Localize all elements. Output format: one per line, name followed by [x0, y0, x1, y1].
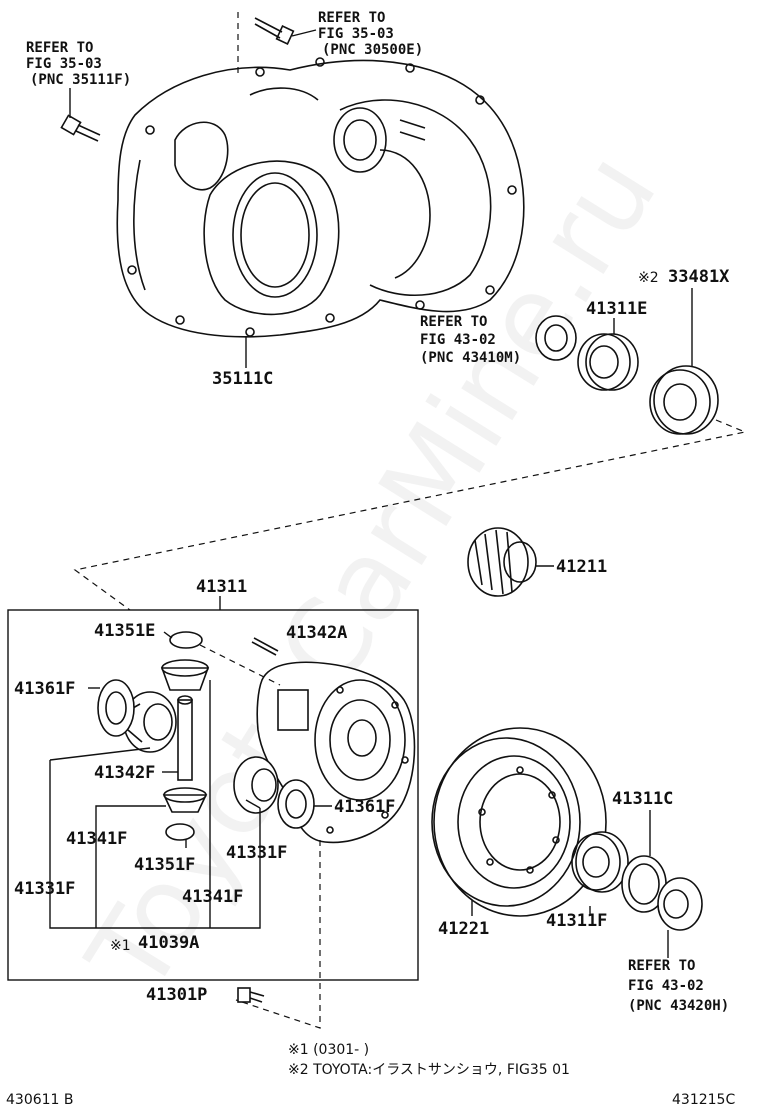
refer-35111F-line1: REFER TO — [26, 40, 93, 56]
refer-35111F-line2: FIG 35-03 — [26, 56, 102, 72]
refer-30500E-line1: REFER TO — [318, 10, 385, 26]
part-label-41331F-left: 41331F — [14, 879, 75, 899]
assembly-41311-box — [7, 609, 419, 981]
part-label-41351E: 41351E — [94, 621, 155, 641]
refer-43420H-line2: FIG 43-02 — [628, 978, 704, 994]
part-label-41311E: 41311E — [586, 299, 647, 319]
part-label-41221: 41221 — [438, 919, 489, 939]
part-label-41211: 41211 — [556, 557, 607, 577]
refer-30500E-line2: FIG 35-03 — [318, 26, 394, 42]
mark-1-41039A: ※1 — [110, 938, 131, 954]
refer-43410M-line2: FIG 43-02 — [420, 332, 496, 348]
part-label-33481X: 33481X — [668, 267, 730, 287]
part-label-41301P: 41301P — [146, 985, 207, 1005]
washer-41361F-left-drawing — [97, 679, 135, 737]
refer-43410M-line3: (PNC 43410M) — [420, 350, 521, 366]
bearing-41311F-drawing — [571, 831, 629, 893]
part-label-41342A: 41342A — [286, 623, 347, 643]
footer-right-code: 431215C — [672, 1092, 735, 1108]
part-label-41311F: 41311F — [546, 911, 607, 931]
note-1: ※1 (0301- ) — [288, 1042, 369, 1058]
bolt-35111F-drawing — [60, 114, 101, 142]
mark-2-33481X: ※2 — [638, 270, 659, 286]
bearing-41311E-drawing — [577, 333, 639, 391]
pinion-top-drawing — [160, 659, 210, 691]
part-label-41361F-right: 41361F — [334, 797, 395, 817]
speedometer-gear-41211-drawing — [467, 527, 537, 597]
refer-43410M-line1: REFER TO — [420, 314, 487, 330]
washer-41351F-drawing — [165, 823, 195, 841]
refer-43420H-line1: REFER TO — [628, 958, 695, 974]
washer-41361F-right-drawing — [277, 779, 315, 829]
part-label-41331F-right: 41331F — [226, 843, 287, 863]
part-label-41351F: 41351F — [134, 855, 195, 875]
part-label-41341F-bottom: 41341F — [182, 887, 243, 907]
oil-seal-33481X-drawing — [649, 365, 719, 435]
footer-left-code: 430611 B — [6, 1092, 74, 1108]
part-label-41361F-left: 41361F — [14, 679, 75, 699]
oil-seal-43410M-drawing — [535, 315, 577, 361]
oil-seal-43420H-drawing — [657, 877, 703, 931]
pinion-bottom-drawing — [162, 787, 208, 813]
shaft-41342F-drawing — [177, 695, 193, 781]
bolt-41301P-drawing — [237, 987, 265, 1003]
refer-30500E-line3: (PNC 30500E) — [322, 42, 423, 58]
washer-41351E-drawing — [169, 631, 203, 649]
part-label-35111C: 35111C — [212, 369, 273, 389]
part-label-41039A: 41039A — [138, 933, 199, 953]
transaxle-case-drawing — [116, 57, 525, 338]
note-2: ※2 TOYOTA:イラストサンショウ, FIG35 01 — [288, 1062, 570, 1078]
part-label-41341F-left: 41341F — [66, 829, 127, 849]
ring-gear-41221-drawing — [431, 727, 607, 917]
pin-41342A-drawing — [251, 641, 277, 656]
bolt-30500E-drawing — [254, 17, 295, 45]
refer-35111F-line3: (PNC 35111F) — [30, 72, 131, 88]
part-label-41311: 41311 — [196, 577, 247, 597]
side-gear-right-drawing — [233, 756, 279, 814]
refer-43420H-line3: (PNC 43420H) — [628, 998, 729, 1014]
part-label-41342F: 41342F — [94, 763, 155, 783]
part-label-41311C: 41311C — [612, 789, 673, 809]
